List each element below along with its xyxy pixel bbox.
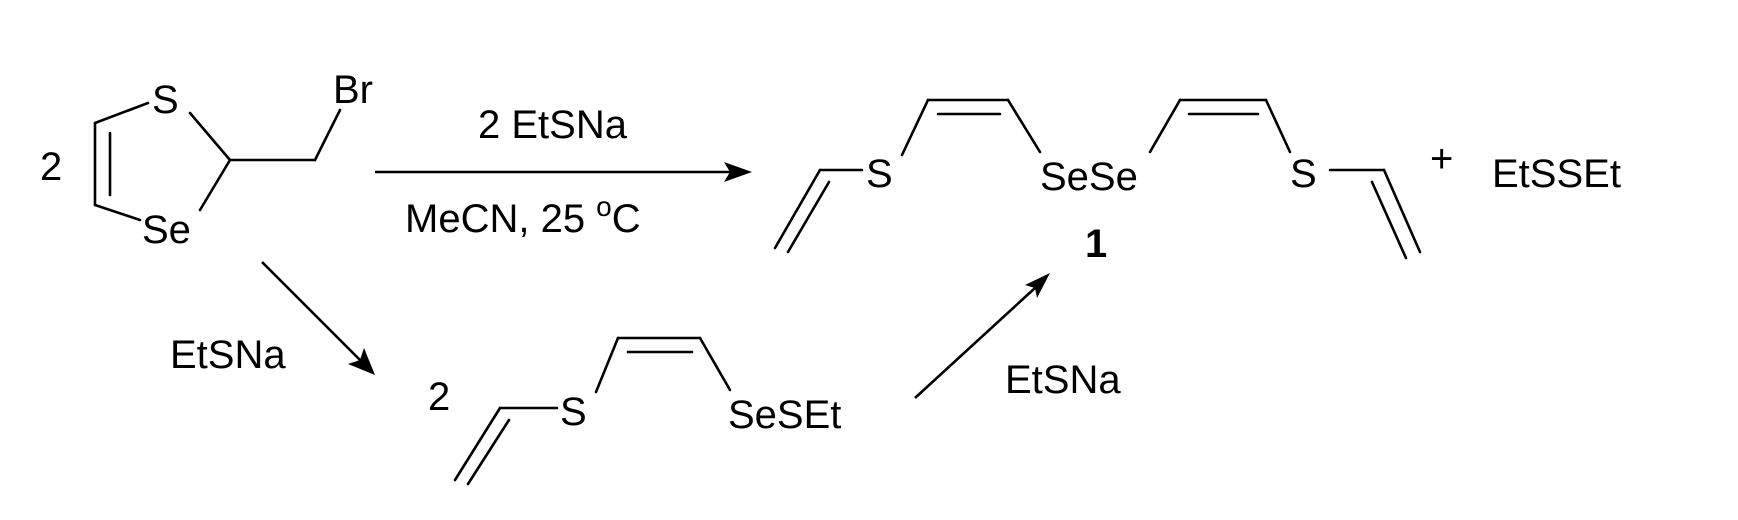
ring-bond-c2-se bbox=[198, 158, 232, 212]
intermediate-group-label: SeSEt bbox=[728, 393, 841, 437]
intermediate-molecule: 2 S SeSEt bbox=[428, 336, 841, 486]
side-arrow-up bbox=[914, 273, 1050, 399]
product-diselenide: SeSe bbox=[1040, 155, 1138, 199]
intermediate-coefficient: 2 bbox=[428, 375, 450, 419]
product-bond-ch-se bbox=[1006, 98, 1042, 154]
side-reagent-down-label: EtSNa bbox=[170, 333, 286, 377]
main-reagent-label: 2 EtSNa bbox=[478, 103, 628, 147]
ring-bond-c-s bbox=[93, 101, 150, 125]
main-arrow-head bbox=[724, 162, 752, 182]
product-atom-s-left: S bbox=[866, 152, 893, 196]
product-vinyl-left-bond-2 bbox=[786, 180, 831, 254]
intermediate-bond-s-ch bbox=[594, 336, 620, 394]
ring-bond-se-c bbox=[93, 203, 142, 222]
side-arrow-down bbox=[261, 261, 375, 375]
intermediate-vinyl-bond-2 bbox=[466, 418, 511, 486]
degree-symbol: o bbox=[596, 191, 612, 222]
reactant-molecule: 2 S Se Br bbox=[40, 68, 373, 252]
reactant-atom-se: Se bbox=[142, 208, 191, 252]
side-arrow-up-shaft bbox=[914, 287, 1036, 399]
chain-bond-ch2-br bbox=[313, 108, 342, 162]
main-conditions-label: MeCN, 25 oC bbox=[405, 191, 641, 241]
product-bond-se-ch bbox=[1148, 98, 1182, 154]
product-bond-s-ch bbox=[900, 98, 930, 157]
product-vinyl-right-bond-2 bbox=[1370, 180, 1408, 260]
intermediate-bond-ch-se bbox=[698, 336, 732, 392]
conditions-text: MeCN, 25 bbox=[405, 197, 596, 241]
product-molecule: S SeSe S 1 bbox=[773, 98, 1422, 266]
side-reagent-up-label: EtSNa bbox=[1005, 358, 1121, 402]
plus-sign: + bbox=[1430, 137, 1453, 181]
side-arrow-down-head bbox=[348, 348, 375, 375]
celsius-unit: C bbox=[612, 197, 641, 241]
intermediate-vinyl-bond-1 bbox=[453, 406, 502, 482]
reactant-atom-s: S bbox=[152, 78, 179, 122]
side-arrow-up-head bbox=[1025, 273, 1050, 298]
intermediate-atom-s: S bbox=[560, 390, 587, 434]
reactant-atom-br: Br bbox=[333, 68, 373, 112]
reactant-coefficient: 2 bbox=[40, 145, 62, 189]
ring-bond-s-c2 bbox=[188, 111, 232, 162]
product-atom-s-right: S bbox=[1290, 152, 1317, 196]
product-bond-ch-s bbox=[1264, 98, 1292, 154]
product-vinyl-left-bond-1 bbox=[773, 168, 822, 250]
product-vinyl-right-bond-1 bbox=[1382, 168, 1422, 254]
byproduct-label: EtSSEt bbox=[1492, 152, 1621, 196]
main-reaction-arrow bbox=[375, 162, 752, 182]
side-arrow-down-shaft bbox=[261, 261, 361, 361]
compound-number: 1 bbox=[1085, 222, 1107, 266]
